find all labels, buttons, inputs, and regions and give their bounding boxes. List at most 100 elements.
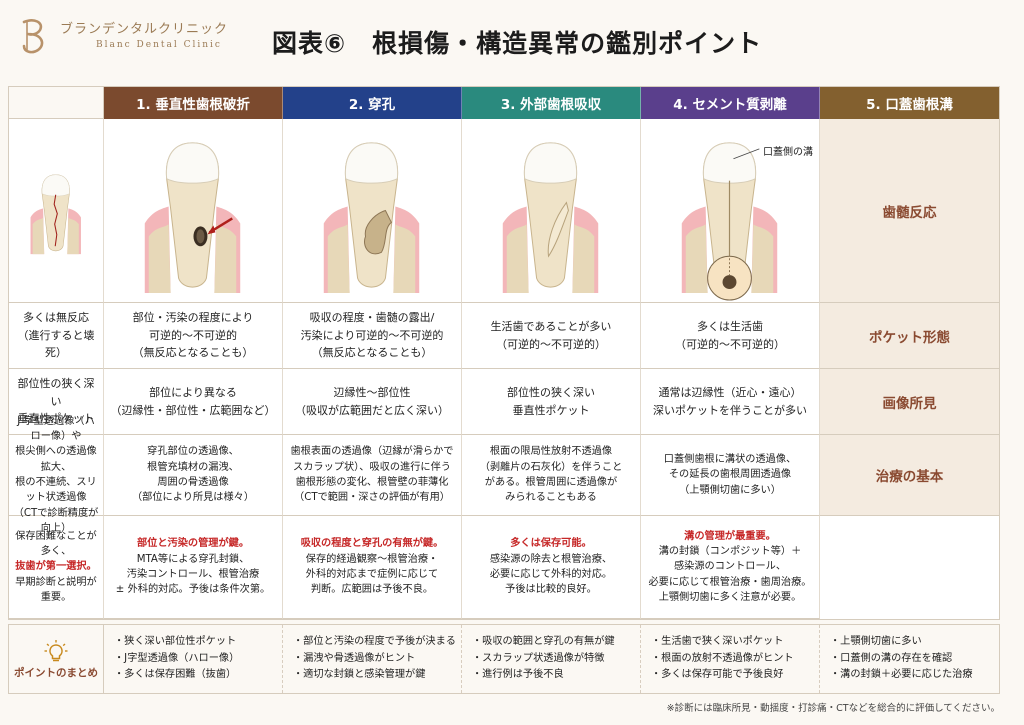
column-header-2: 2. 穿孔 [283,87,462,119]
cemental-tear-illustration [462,119,641,303]
cell-line: （部位により所見は様々） [131,492,255,504]
cell-line: MTA等による穿孔封鎖、 [136,553,250,565]
cell-line: 保存困難なことが多く、 [15,530,97,558]
pocket-form-cell-5: 通常は辺縁性（近心・遠心）深いポケットを伴うことが多い [641,369,820,435]
cell-line: （CTで診断精度が向上） [13,507,99,534]
cell-line: 必要に応じて根管治療・歯周治療。 [648,576,812,588]
external-root-resorption-illustration-svg [323,142,420,294]
summary-item: ・部位と汚染の程度で予後が決まる [293,636,456,648]
treatment-basics-cell-5: 溝の管理が最重要。溝の封鎖（コンポジット等）＋ 感染源のコントロール、必要に応じて… [641,516,820,619]
cell-line: 歯根表面の透過像（辺縁が滑らかで [290,446,454,458]
summary-label: ポイントのまとめ [14,666,98,679]
cell-line: 穿孔部位の透過像、 [147,446,239,458]
cell-line: スカラップ状）、吸収の進行に伴う [293,461,451,473]
summary-item: ・適切な封鎖と感染管理が鍵 [293,669,426,681]
summary-item: ・多くは保存困難（抜歯） [114,669,237,681]
cell-line: 部位・汚染の程度により [132,311,254,325]
cell-line: その延長の歯根周囲透過像 [668,469,792,481]
cell-line: 外科的対応まで症例に応じて [305,569,439,580]
clinic-logo-mark-icon [22,19,44,54]
clinic-name-en: Blanc Dental Clinic [96,40,222,50]
lesion-marker [547,201,569,258]
column-header-1: 1. 垂直性歯根破折 [104,87,283,119]
cell-line: 根尖側への透過像拡大、 [15,446,97,473]
cell-line: J 字型透過像（ハロー像）や [17,415,95,443]
row-header-imaging-findings: 画像所見 [820,369,999,435]
summary-item: ・多くは保存可能で予後良好 [651,669,784,681]
cell-line: 必要に応じて外科的対応。 [489,569,613,580]
summary-item: ・漏洩や骨透過像がヒント [293,652,416,664]
summary-item: ・進行例は予後不良 [472,669,564,681]
vertical-root-fracture-illustration [9,119,104,303]
clinic-logo: ブランデンタルクリニック Blanc Dental Clinic [14,14,244,58]
pocket-form-cell-4: 部位性の狭く深い垂直性ポケット [462,369,641,435]
summary-item: ・溝の封鎖＋必要に応じた治療 [830,669,973,681]
cell-line: 深いポケットを伴うことが多い [653,403,807,417]
lesion-marker [53,194,58,247]
cell-line: （進行すると壊死） [17,328,95,360]
summary-box: ポイントのまとめ ・狭く深い部位性ポケット・J字型透過像（ハロー像）・多くは保存… [8,624,1000,694]
cell-line: 感染源のコントロール、 [673,561,787,573]
summary-col-4: ・生活歯で狭く深いポケット・根面の放射不透過像がヒント・多くは保存可能で予後良好 [641,625,820,693]
imaging-findings-cell-5: 口蓋側歯根に溝状の透過像、その延長の歯根周囲透過像 （上顎側切歯に多い） [641,435,820,516]
summary-item: ・上顎側切歯に多い [830,636,922,648]
cell-line: 可逆的〜不可逆的 [149,328,237,342]
summary-item: ・生活歯で狭く深いポケット [651,636,784,648]
cell-line: 口蓋側歯根に溝状の透過像、 [663,454,797,466]
lesion-marker [364,209,393,255]
column-header-3: 3. 外部歯根吸収 [462,87,641,119]
cemental-tear-illustration-svg [502,142,599,294]
cell-line: （CTで範囲・深さの評価が有用） [294,492,450,504]
cell-line: （可逆的〜不可逆的） [496,337,606,351]
footnote: ※診断には臨床所見・動揺度・打診痛・CTなどを総合的に評価してください。 [666,703,1000,714]
cell-line: 多くは保存可能。 [510,538,592,550]
external-root-resorption-illustration [283,119,462,303]
row-header-treatment-basics: 治療の基本 [820,435,999,516]
summary-col-3: ・吸収の範囲と穿孔の有無が鍵・スカラップ状透過像が特徴・進行例は予後不良 [462,625,641,693]
perforation-illustration [104,119,283,303]
cell-line: 感染源の除去と根管治療、 [489,553,613,565]
lightbulb-icon [44,639,68,661]
cell-line: 吸収の程度・歯髄の露出/ [309,311,435,325]
cell-line: （可逆的〜不可逆的） [675,337,785,351]
cell-line: ± 外科的対応。予後は条件次第。 [115,584,271,596]
cell-line: （上顎側切歯に多い） [679,484,781,496]
cell-line: 保存的経過観察〜根管治療・ [305,553,439,565]
cell-line: 辺縁性〜部位性 [333,385,411,399]
palatal-groove-illustration: 口蓋側の溝 [641,119,820,303]
pulp-response-cell-2: 部位・汚染の程度により可逆的〜不可逆的 （無反応となることも） [104,303,283,369]
pocket-form-cell-2: 部位により異なる（辺縁性・部位性・広範囲など） [104,369,283,435]
cell-line: 溝の管理が最重要。 [684,530,776,542]
cell-line: 部位性の狭く深い [507,385,595,399]
cell-line: 垂直性ポケット [512,403,590,417]
gum-and-bone [502,206,599,294]
summary-item: ・狭く深い部位性ポケット [114,636,237,648]
pocket-form-cell-1: 部位性の狭く深い垂直性ポケット [9,369,104,435]
summary-item: ・スカラップ状透過像が特徴 [472,652,605,664]
cell-line: がある。根管周囲に透過像が [484,477,618,488]
palatal-groove-callout: 口蓋側の溝 [763,147,813,158]
cell-line: 抜歯が第一選択。 [15,561,97,573]
cell-line: 上顎側切歯に多く注意が必要。 [658,591,802,603]
cell-line: （吸収が広範囲だと広く深い） [295,403,449,417]
cell-line: 吸収の程度と穿孔の有無が鍵。 [300,538,444,550]
lesion-marker [707,148,760,301]
vertical-root-fracture-illustration-svg [30,174,81,255]
cell-line: （無反応となることも） [132,346,254,360]
imaging-findings-cell-1: J 字型透過像（ハロー像）や根尖側への透過像拡大、根の不連続、スリット状透過像（… [9,416,104,534]
summary-item: ・吸収の範囲と穿孔の有無が鍵 [472,636,615,648]
cell-line: 垂直性ポケット [17,412,95,426]
treatment-basics-cell-2: 部位と汚染の管理が鍵。MTA等による穿孔封鎖、汚染コントロール、根管治療± 外科… [104,516,283,619]
treatment-basics-cell-1: 保存困難なことが多く、抜歯が第一選択。早期診断と説明が重要。 [9,516,104,619]
cell-line: 部位と汚染の管理が鍵。 [136,538,250,550]
summary-col-1: ・狭く深い部位性ポケット・J字型透過像（ハロー像）・多くは保存困難（抜歯） [104,625,283,693]
row-header-pulp-response: 歯髄反応 [820,119,999,303]
summary-col-2: ・部位と汚染の程度で予後が決まる・漏洩や骨透過像がヒント・適切な封鎖と感染管理が… [283,625,462,693]
cell-line: 溝の封鎖（コンポジット等）＋ [658,546,802,558]
clinic-name-jp: ブランデンタルクリニック [60,22,229,37]
pulp-response-cell-1: 多くは無反応（進行すると壊死） [9,303,104,369]
summary-item: ・根面の放射不透過像がヒント [651,652,794,664]
pocket-form-cell-3: 辺縁性〜部位性 （吸収が広範囲だと広く深い） [283,369,462,435]
gum-and-bone [144,206,241,294]
cell-line: 部位性の狭く深い [17,377,95,408]
